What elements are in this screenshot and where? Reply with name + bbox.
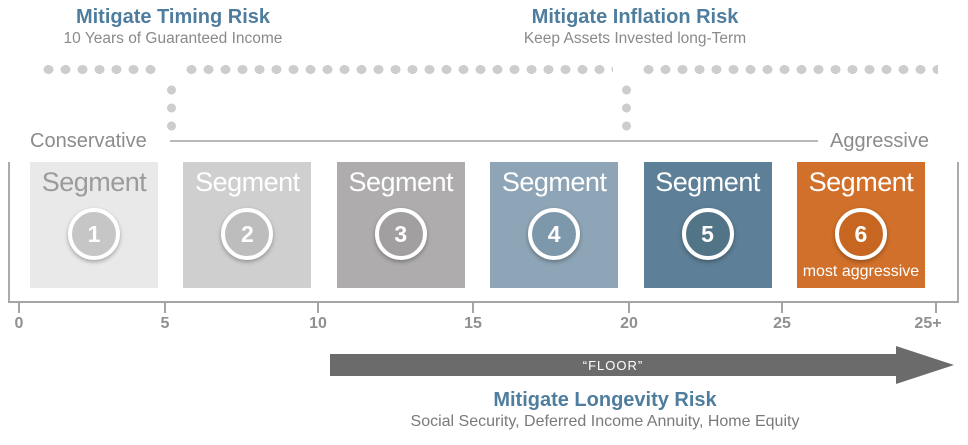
inflation-risk-title: Mitigate Inflation Risk (531, 6, 739, 28)
conservative-label: Conservative (30, 130, 147, 152)
axis-label-20: 20 (620, 315, 638, 332)
dotted-line-left (40, 65, 158, 74)
segment-number-circle: 3 (374, 208, 427, 260)
segments-row: Segment 1 Segment 2 Segment 3 Segment 4 … (30, 162, 925, 288)
segment-number: 2 (240, 220, 254, 247)
axis-tick-20 (628, 303, 630, 313)
floor-label: “FLOOR” (582, 357, 644, 373)
segment-box-1: Segment 1 (30, 162, 158, 288)
timeline-axis (8, 301, 959, 303)
axis-label-5: 5 (160, 315, 170, 332)
segment-label: Segment (348, 167, 454, 197)
segment-number: 5 (701, 220, 714, 247)
right-boundary-line (957, 162, 959, 302)
axis-label-25: 25 (773, 315, 791, 332)
segment-box-3: Segment 3 (336, 162, 465, 288)
segment-label: Segment (501, 167, 607, 197)
floor-arrow-body: “FLOOR” (330, 354, 896, 376)
axis-tick-0 (18, 303, 20, 313)
axis-tick-25plus (935, 303, 937, 313)
segment-number-circle: 5 (681, 208, 734, 260)
segment-label: Segment (41, 167, 147, 197)
axis-label-0: 0 (14, 315, 24, 332)
segment-number-circle: 6 (834, 208, 887, 260)
floor-arrow-head-icon (896, 346, 954, 384)
segment-box-5: Segment 5 (643, 162, 772, 288)
inflation-risk-annotation: Mitigate Inflation Risk Keep Assets Inve… (500, 6, 770, 48)
segment-label: Segment (808, 167, 914, 197)
axis-tick-15 (472, 303, 474, 313)
segment-number-circle: 4 (528, 208, 581, 260)
segment-number: 6 (854, 220, 868, 247)
inflation-risk-subtitle: Keep Assets Invested long-Term (523, 30, 747, 47)
longevity-risk-title: Mitigate Longevity Risk (493, 389, 717, 411)
segment-number-circle: 1 (68, 208, 120, 260)
timing-risk-title: Mitigate Timing Risk (75, 6, 271, 28)
left-boundary-line (8, 162, 10, 302)
segment-number: 4 (547, 220, 561, 247)
axis-tick-5 (164, 303, 166, 313)
axis-label-10: 10 (309, 315, 327, 332)
segment-box-6: Segment 6 most aggressive (796, 162, 925, 288)
segment-box-4: Segment 4 (490, 162, 619, 288)
dotted-line-right (640, 65, 938, 74)
segment-number: 3 (394, 220, 408, 247)
segment-label: Segment (655, 167, 760, 197)
segment-box-2: Segment 2 (183, 162, 312, 288)
axis-tick-10 (317, 303, 319, 313)
dotted-connector-timing (167, 81, 176, 133)
aggressive-label: Aggressive (830, 130, 929, 152)
dotted-connector-inflation (622, 81, 631, 133)
timing-risk-annotation: Mitigate Timing Risk 10 Years of Guarant… (38, 6, 308, 48)
axis-label-25plus: 25+ (914, 315, 942, 332)
axis-tick-25 (781, 303, 783, 313)
segment-number: 1 (87, 220, 101, 247)
longevity-risk-annotation: Mitigate Longevity Risk Social Security,… (355, 389, 855, 431)
segment-number-circle: 2 (221, 208, 274, 260)
dotted-line-middle (183, 65, 613, 74)
most-aggressive-note: most aggressive (802, 263, 920, 280)
timing-risk-subtitle: 10 Years of Guaranteed Income (63, 30, 283, 47)
segment-label: Segment (195, 167, 300, 197)
spectrum-line (170, 140, 818, 142)
axis-label-15: 15 (464, 315, 482, 332)
longevity-risk-subtitle: Social Security, Deferred Income Annuity… (410, 413, 800, 430)
